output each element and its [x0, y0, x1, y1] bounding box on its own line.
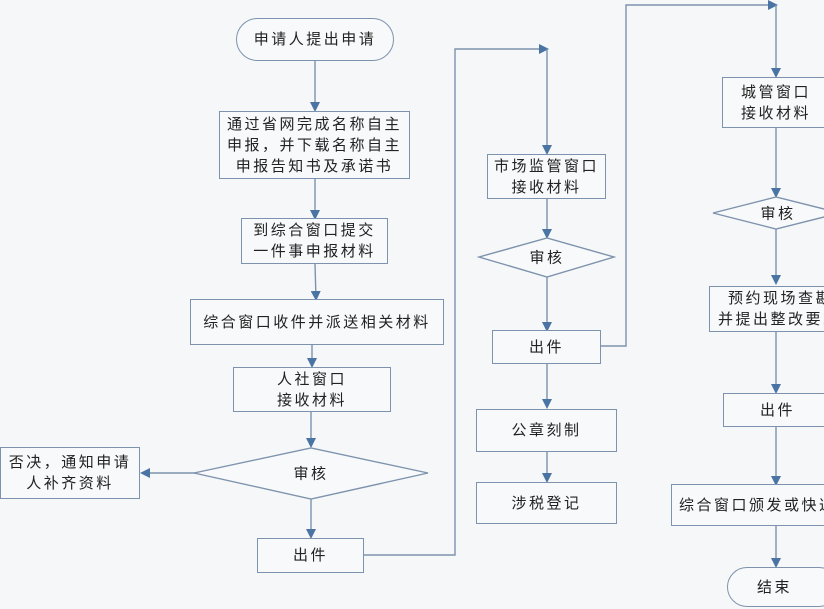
end-node: 结束: [727, 567, 824, 607]
arrow-step2-step3: [310, 263, 321, 301]
hr-issue-node: 出件: [257, 538, 364, 573]
city-window-node: 城管窗口 接收材料: [722, 77, 824, 128]
step2-line1: 到综合窗口提交: [253, 221, 376, 239]
market-issue-node: 出件: [492, 330, 601, 364]
tax-node: 涉税登记: [476, 482, 617, 524]
hr-window-line2: 接收材料: [276, 390, 347, 409]
step2-line2: 一件事申报材料: [253, 242, 376, 260]
seal-label: 公章刻制: [511, 421, 582, 439]
city-issue-label: 出件: [760, 400, 796, 419]
inspection-node: 预约现场查勘 并提出整改要求: [709, 286, 824, 332]
market-window-node: 市场监管窗口 接收材料: [487, 154, 606, 199]
step1-line1: 通过省网完成名称自主: [226, 114, 402, 133]
hr-review-diamond: [193, 447, 429, 500]
city-issue-node: 出件: [723, 393, 824, 427]
deliver-label: 综合窗口颁发或快递: [679, 495, 824, 514]
reject-node: 否决，通知申请 人补齐资料: [0, 447, 140, 499]
hr-window-line1: 人社窗口: [276, 369, 347, 388]
start-node: 申请人提出申请: [236, 18, 394, 61]
step1-line3: 申报告知书及承诺书: [235, 156, 394, 175]
end-label: 结束: [757, 577, 793, 596]
inspection-line2: 并提出整改要求: [718, 310, 824, 328]
arrow-hr-issue-market: [363, 44, 549, 556]
inspection-line1: 预约现场查勘: [728, 289, 824, 307]
hr-window-node: 人社窗口 接收材料: [233, 367, 391, 412]
city-review-label: 审核: [760, 204, 796, 223]
step3-label: 综合窗口收件并派送相关材料: [203, 312, 431, 331]
hr-review-label: 审核: [293, 464, 329, 483]
city-window-line1: 城管窗口: [741, 82, 812, 101]
deliver-node: 综合窗口颁发或快递: [671, 484, 824, 526]
market-review-diamond: [476, 237, 617, 278]
seal-node: 公章刻制: [476, 409, 617, 452]
city-review-diamond: [712, 196, 824, 230]
step-online-name-registration: 通过省网完成名称自主 申报，并下载名称自主 申报告知书及承诺书: [219, 111, 410, 179]
step-submit-materials: 到综合窗口提交 一件事申报材料: [241, 218, 388, 264]
reject-line1: 否决，通知申请: [8, 453, 132, 471]
market-issue-label: 出件: [528, 337, 564, 356]
step-receive-dispatch: 综合窗口收件并派送相关材料: [190, 299, 444, 345]
arrow-market-issue-city: [600, 0, 778, 347]
step1-line2: 申报，并下载名称自主: [226, 135, 402, 154]
hr-issue-label: 出件: [292, 546, 328, 564]
tax-label: 涉税登记: [511, 493, 582, 512]
city-window-line2: 接收材料: [741, 103, 812, 122]
reject-line2: 人补齐资料: [26, 474, 114, 492]
market-window-line1: 市场监管窗口: [493, 156, 599, 175]
start-label: 申请人提出申请: [253, 30, 377, 48]
market-review-label: 审核: [529, 248, 565, 267]
market-window-line2: 接收材料: [511, 177, 582, 196]
